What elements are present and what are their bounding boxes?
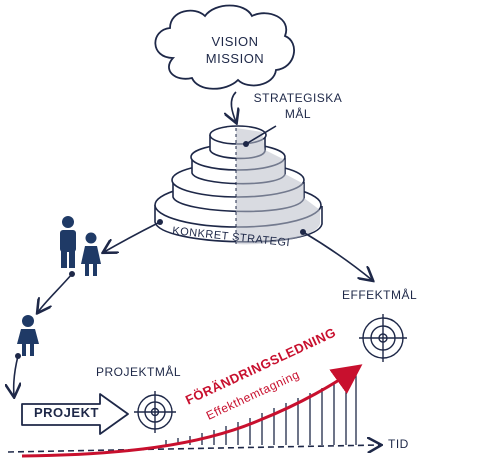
forandring-curve: [21, 364, 363, 458]
pyramid-to-people-arrow: [104, 221, 161, 252]
projekt-label: PROJEKT: [34, 405, 99, 420]
person-icon: [17, 315, 39, 356]
tid-label: TID: [388, 437, 409, 451]
people-to-person-arrow: [38, 273, 73, 312]
projekt-arrow-icon: [21, 393, 129, 435]
time-axis: [7, 445, 380, 452]
strategiska-mal-label: STRATEGISKA MÅL: [253, 91, 343, 121]
effekt-hatching: [165, 370, 357, 445]
pyramid-shading: [236, 128, 320, 245]
projektmal-label: PROJEKTMÅL: [96, 365, 182, 379]
vision-mission-label: VISION MISSION: [205, 34, 265, 66]
man-icon: [60, 216, 76, 268]
cloud-icon: [154, 4, 295, 90]
strategiska-pointer: [245, 125, 277, 145]
cloud-to-pyramid-arrow: [231, 91, 236, 122]
effektmal-label: EFFEKTMÅL: [342, 288, 418, 302]
person-to-projekt-arrow: [14, 355, 18, 396]
effektmal-target-icon: [359, 314, 407, 362]
pyramid-to-effekt-arrow: [302, 231, 372, 280]
projektmal-target-icon: [134, 391, 176, 433]
strategiska-dot: [243, 141, 249, 147]
woman-icon: [81, 232, 101, 276]
